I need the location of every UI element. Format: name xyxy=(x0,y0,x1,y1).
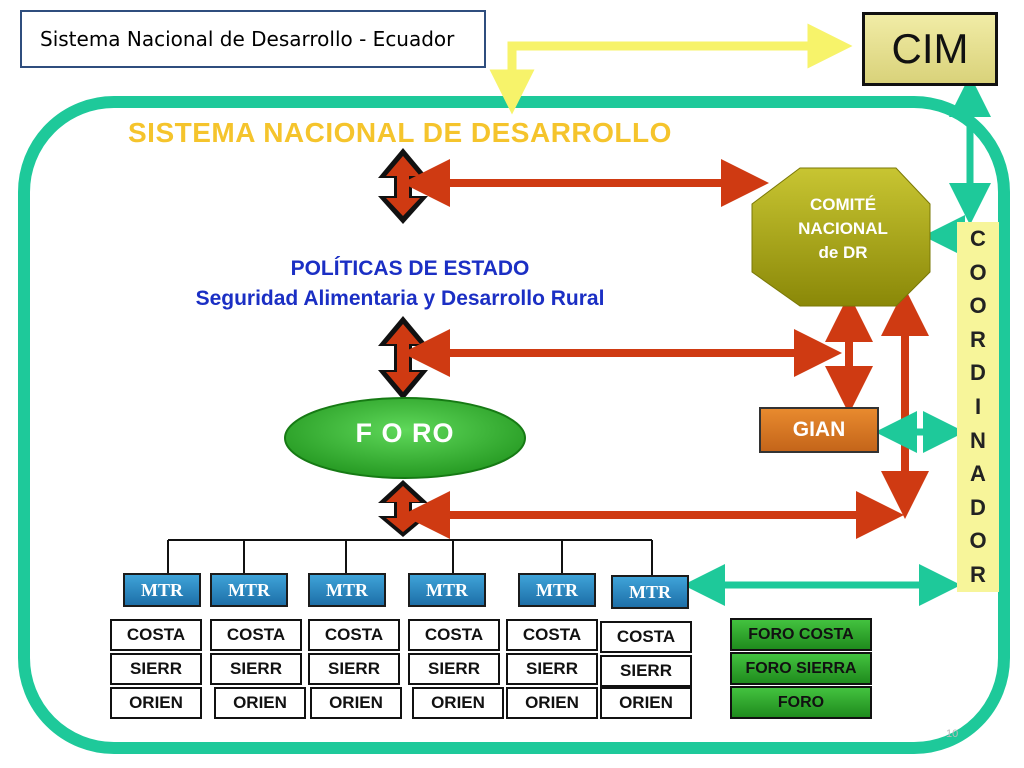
foro-costa-box: FORO COSTA xyxy=(730,618,872,651)
region-costa: COSTA xyxy=(110,619,202,651)
foro-label: F O RO xyxy=(355,418,455,448)
mtr-box: MTR xyxy=(308,573,386,607)
region-sierra: SIERR xyxy=(408,653,500,685)
region-costa: COSTA xyxy=(408,619,500,651)
cim-box: CIM xyxy=(862,12,998,86)
region-oriente: ORIEN xyxy=(506,687,598,719)
comite-label: COMITÉ NACIONAL de DR xyxy=(770,193,916,265)
region-sierra: SIERR xyxy=(506,653,598,685)
mtr-box: MTR xyxy=(210,573,288,607)
coordinador-letter: O xyxy=(969,293,987,319)
region-oriente: ORIEN xyxy=(214,687,306,719)
mtr-box: MTR xyxy=(123,573,201,607)
cim-label: CIM xyxy=(891,25,969,72)
diagram-title-box: Sistema Nacional de Desarrollo - Ecuador xyxy=(20,10,486,68)
foro-ellipse xyxy=(284,397,526,479)
region-sierra: SIERR xyxy=(600,655,692,687)
coordinador-letter: C xyxy=(970,226,986,251)
gian-box: GIAN xyxy=(759,407,879,453)
region-costa: COSTA xyxy=(600,621,692,653)
politicas-subtitle: Seguridad Alimentaria y Desarrollo Rural xyxy=(195,287,605,310)
vertical-double-arrow-middle xyxy=(378,316,428,400)
coordinador-letter: O xyxy=(969,259,987,285)
region-oriente: ORIEN xyxy=(110,687,202,719)
coordinador-letter: D xyxy=(970,360,986,386)
page-number: 10 xyxy=(946,728,959,740)
politicas-title: POLÍTICAS DE ESTADO xyxy=(290,257,530,280)
comite-line-1: COMITÉ xyxy=(809,195,877,214)
region-sierra: SIERR xyxy=(308,653,400,685)
coordinador-letter: R xyxy=(970,326,986,352)
diagram-title-text: Sistema Nacional de Desarrollo - Ecuador xyxy=(40,27,455,51)
region-costa: COSTA xyxy=(308,619,400,651)
foro-sierra-box: FORO SIERRA xyxy=(730,652,872,685)
coordinador-letter: D xyxy=(970,494,986,520)
mtr-box: MTR xyxy=(518,573,596,607)
coordinador-box: C O O R D I N A D O R xyxy=(957,222,999,592)
comite-octagon xyxy=(751,167,931,307)
system-title: SISTEMA NACIONAL DE DESARROLLO xyxy=(128,117,672,148)
mtr-tree-connector xyxy=(167,539,653,575)
region-costa: COSTA xyxy=(210,619,302,651)
region-oriente: ORIEN xyxy=(412,687,504,719)
coordinador-letter: A xyxy=(970,461,986,487)
mtr-box: MTR xyxy=(408,573,486,607)
coordinador-letter: I xyxy=(974,393,982,419)
region-oriente: ORIEN xyxy=(600,687,692,719)
coordinador-letter: R xyxy=(970,561,986,587)
gian-label: GIAN xyxy=(792,418,846,441)
region-oriente: ORIEN xyxy=(310,687,402,719)
comite-line-3: de DR xyxy=(818,243,868,262)
region-sierra: SIERR xyxy=(110,653,202,685)
coordinador-letter: O xyxy=(969,528,987,554)
region-sierra: SIERR xyxy=(210,653,302,685)
yellow-connector-arrow xyxy=(489,23,853,115)
vertical-double-arrow-top xyxy=(378,148,428,224)
mtr-box: MTR xyxy=(611,575,689,609)
comite-line-2: NACIONAL xyxy=(798,219,888,238)
vertical-double-arrow-bottom xyxy=(378,480,428,537)
foro-box: FORO xyxy=(730,686,872,719)
coordinador-letter: N xyxy=(970,427,986,453)
region-costa: COSTA xyxy=(506,619,598,651)
